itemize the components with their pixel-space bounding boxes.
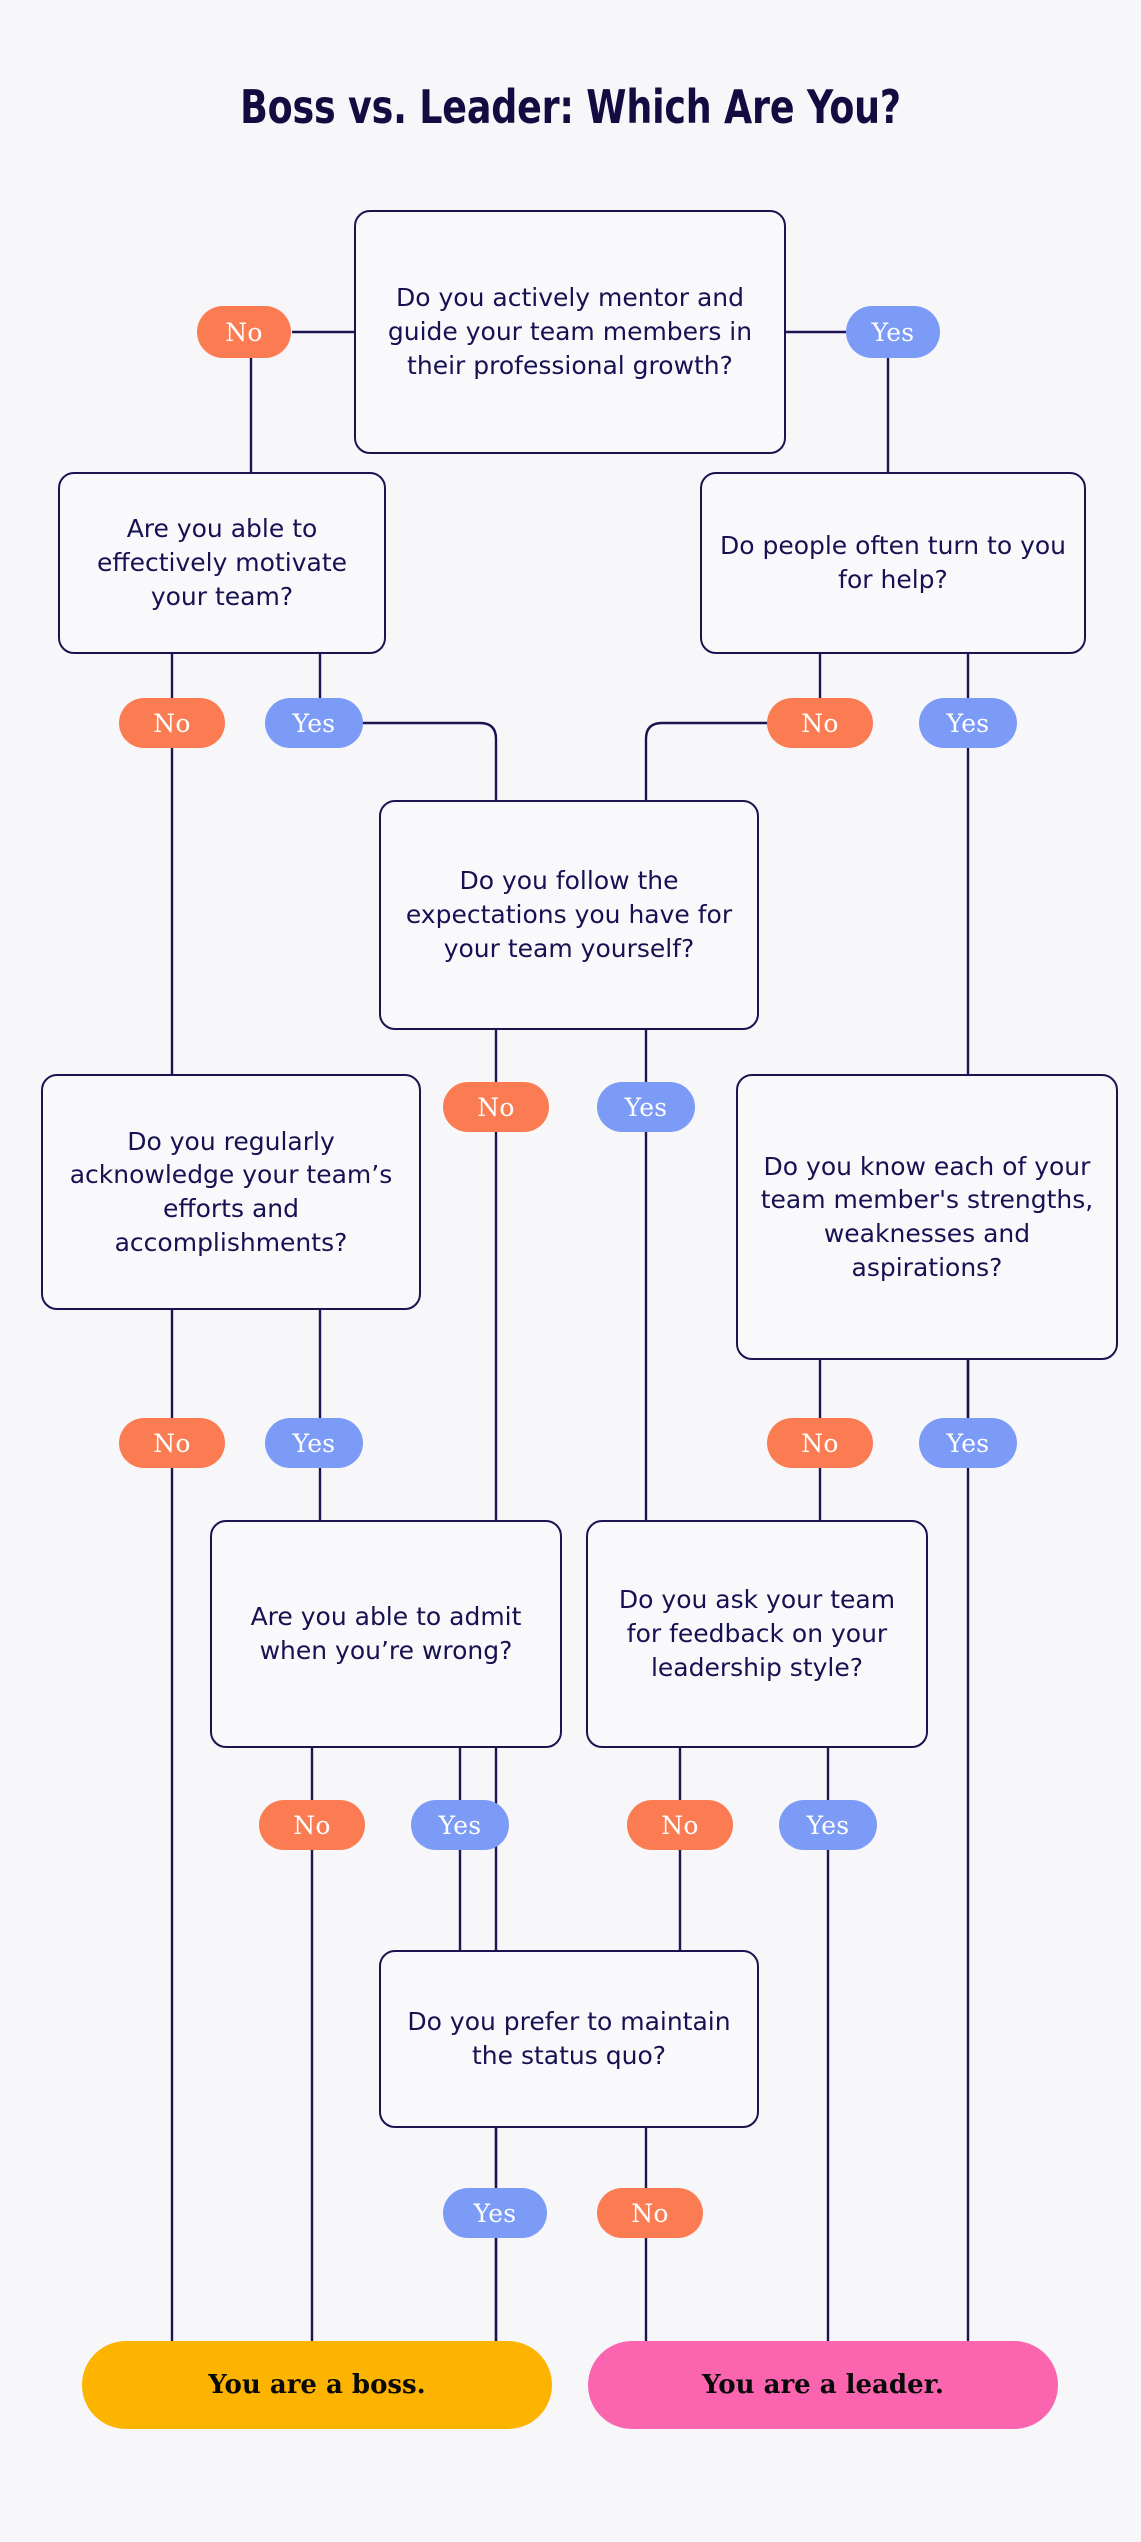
answer-label: No (801, 708, 839, 738)
answer-label: Yes (871, 317, 915, 347)
question-box-q2[interactable]: Are you able to effectively motivate you… (58, 472, 386, 654)
answer-pill-q4-yes[interactable]: Yes (597, 1082, 695, 1132)
question-box-q4[interactable]: Do you follow the expectations you have … (379, 800, 759, 1030)
answer-pill-q8-no[interactable]: No (627, 1800, 733, 1850)
question-box-q6[interactable]: Do you know each of your team member's s… (736, 1074, 1118, 1360)
result-leader[interactable]: You are a leader. (588, 2341, 1058, 2429)
question-box-q1[interactable]: Do you actively mentor and guide your te… (354, 210, 786, 454)
question-box-q7[interactable]: Are you able to admit when you’re wrong? (210, 1520, 562, 1748)
question-text: Do you actively mentor and guide your te… (387, 283, 753, 380)
answer-label: Yes (946, 708, 990, 738)
result-boss[interactable]: You are a boss. (82, 2341, 552, 2429)
answer-pill-q3-yes[interactable]: Yes (919, 698, 1017, 748)
answer-label: Yes (292, 1428, 336, 1458)
answer-pill-q1-no[interactable]: No (197, 306, 291, 358)
result-label: You are a boss. (208, 2370, 426, 2400)
question-text: Do you know each of your team member's s… (760, 1151, 1094, 1282)
question-text: Do you prefer to maintain the status quo… (407, 2007, 731, 2070)
answer-label: Yes (806, 1810, 850, 1840)
question-text: Are you able to admit when you’re wrong? (250, 1602, 522, 1665)
question-box-q3[interactable]: Do people often turn to you for help? (700, 472, 1086, 654)
answer-label: No (293, 1810, 331, 1840)
answer-pill-q9-yes[interactable]: Yes (443, 2188, 547, 2238)
answer-label: No (631, 2198, 669, 2228)
answer-pill-q4-no[interactable]: No (443, 1082, 549, 1132)
answer-label: Yes (292, 708, 336, 738)
answer-label: No (661, 1810, 699, 1840)
answer-pill-q8-yes[interactable]: Yes (779, 1800, 877, 1850)
answer-label: No (153, 708, 191, 738)
question-box-q9[interactable]: Do you prefer to maintain the status quo… (379, 1950, 759, 2128)
question-text: Do you follow the expectations you have … (405, 866, 733, 963)
page-title: Boss vs. Leader: Which Are You? (240, 80, 901, 134)
answer-pill-q9-no[interactable]: No (597, 2188, 703, 2238)
answer-label: No (153, 1428, 191, 1458)
answer-pill-q6-yes[interactable]: Yes (919, 1418, 1017, 1468)
answer-pill-q6-no[interactable]: No (767, 1418, 873, 1468)
question-text: Do you regularly acknowledge your team’s… (69, 1126, 393, 1257)
answer-label: Yes (473, 2198, 517, 2228)
question-box-q5[interactable]: Do you regularly acknowledge your team’s… (41, 1074, 421, 1310)
answer-pill-q7-yes[interactable]: Yes (411, 1800, 509, 1850)
answer-pill-q5-no[interactable]: No (119, 1418, 225, 1468)
question-text: Do people often turn to you for help? (719, 531, 1067, 594)
question-box-q8[interactable]: Do you ask your team for feedback on you… (586, 1520, 928, 1748)
answer-pill-q5-yes[interactable]: Yes (265, 1418, 363, 1468)
answer-pill-q3-no[interactable]: No (767, 698, 873, 748)
answer-pill-q2-yes[interactable]: Yes (265, 698, 363, 748)
answer-pill-q1-yes[interactable]: Yes (846, 306, 940, 358)
question-text: Do you ask your team for feedback on you… (618, 1585, 896, 1682)
answer-label: Yes (946, 1428, 990, 1458)
question-text: Are you able to effectively motivate you… (96, 514, 348, 611)
answer-label: No (225, 317, 263, 347)
answer-label: Yes (624, 1092, 668, 1122)
answer-label: Yes (438, 1810, 482, 1840)
result-label: You are a leader. (702, 2370, 944, 2400)
answer-pill-q7-no[interactable]: No (259, 1800, 365, 1850)
answer-label: No (477, 1092, 515, 1122)
answer-label: No (801, 1428, 839, 1458)
answer-pill-q2-no[interactable]: No (119, 698, 225, 748)
